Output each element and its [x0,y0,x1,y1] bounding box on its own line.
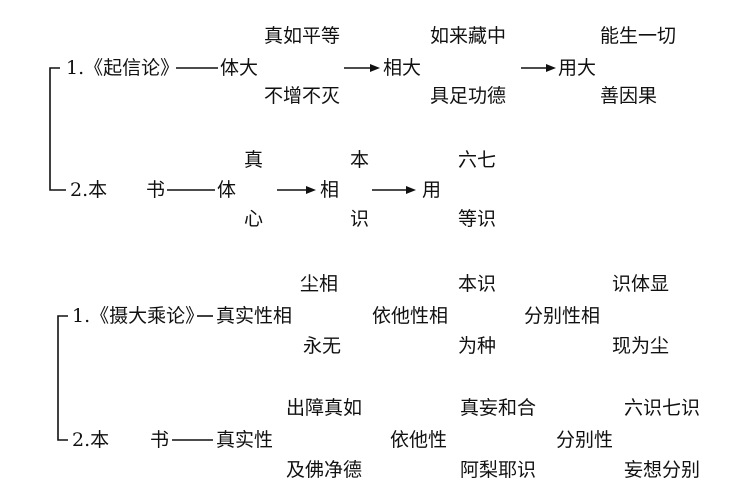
diagram1-row2-node2-top: 本 [350,149,370,171]
diagram2-row1-node3-bottom: 现为尘 [612,335,670,357]
diagram1-row1-mid: 相大 [383,57,422,79]
diagram1-row2-arrowhead1 [306,186,316,194]
diagram1-row2-end: 用 [422,179,442,201]
diagram2-row2-head: 真实性 [216,429,274,451]
diagram1-row2-node3-bottom: 等识 [458,208,497,230]
diagram2-row1-label: 1.《摄大乘论》 [72,305,205,327]
diagram2-row1-node1-bottom: 永无 [303,335,342,357]
diagram2-bracket [57,315,68,441]
diagram2-row2-node3-bottom: 妄想分别 [624,459,701,481]
diagram1-row1-end: 用大 [558,57,597,79]
diagram2-row1-end: 分别性相 [524,305,601,327]
diagram1-row2-label: 2.本 [70,179,108,201]
diagram1-row2-label-suffix: 书 [146,179,166,201]
diagram1-row1-node2-top: 如来藏中 [430,25,507,47]
diagram2-row2-label: 2.本 [72,429,110,451]
diagram2-row1-node2-top: 本识 [458,273,497,295]
diagram1-row2-node1-bottom: 心 [244,208,264,230]
diagram2-row2-node2-bottom: 阿梨耶识 [460,459,537,481]
diagram2-row1-node3-top: 识体显 [612,273,670,295]
diagram1-row1-arrowhead1 [370,64,380,72]
diagram2-row2-node3-top: 六识七识 [624,397,701,419]
diagram2-row2-node2-top: 真妄和合 [460,397,537,419]
diagram1-row1-node1-top: 真如平等 [264,25,341,47]
diagram2-row2-mid: 依他性 [390,429,448,451]
diagram2-row1-node1-top: 尘相 [300,273,339,295]
diagram1-row2-node1-top: 真 [244,149,264,171]
diagram1-row2-head: 体 [217,179,237,201]
diagram1-row1-node3-bottom: 善因果 [600,85,658,107]
diagram2-row1-mid: 依他性相 [372,305,449,327]
diagram2-row1-head: 真实性相 [216,305,293,327]
diagram1-row2-arrowhead2 [406,186,416,194]
diagram1-row2-node3-top: 六七 [458,149,497,171]
diagram2-row1-node2-bottom: 为种 [458,335,497,357]
diagram1-row1-label: 1.《起信论》 [66,57,180,79]
diagram2-row2-node1-top: 出障真如 [286,397,363,419]
diagram1-row1-head: 体大 [220,57,259,79]
diagram2-row2-end: 分别性 [556,429,614,451]
diagram1-row1-arrowhead2 [546,64,556,72]
diagram1-row2-mid: 相 [320,179,340,201]
diagram1-row1-node3-top: 能生一切 [600,25,677,47]
diagram1-row2-node2-bottom: 识 [350,208,370,230]
diagram2-row2-node1-bottom: 及佛净德 [286,459,363,481]
diagram1-row1-node2-bottom: 具足功德 [430,85,507,107]
diagram2-row2-label-suffix: 书 [150,429,170,451]
diagram1-row1-node1-bottom: 不增不灭 [264,85,341,107]
diagram1-bracket [49,67,66,191]
